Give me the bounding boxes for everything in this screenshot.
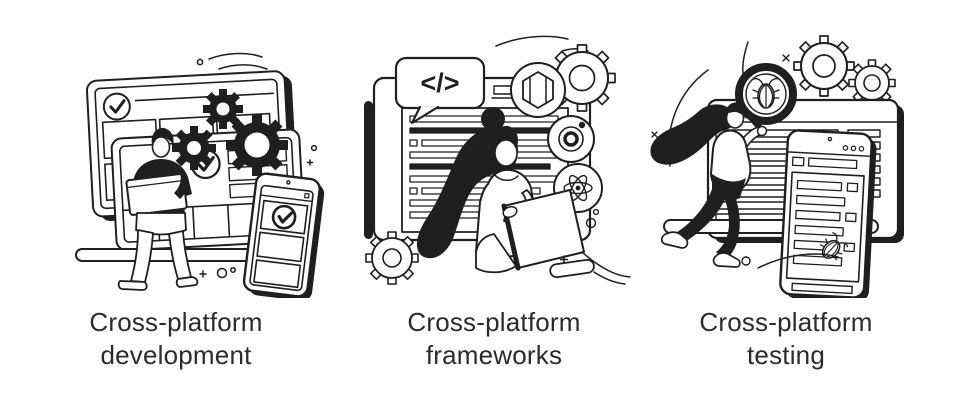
sparkle-icon bbox=[199, 159, 314, 278]
head bbox=[151, 136, 171, 158]
magnifier-with-bug-icon bbox=[735, 63, 797, 131]
shoe bbox=[117, 280, 148, 291]
hair bbox=[416, 126, 518, 259]
sparkle-icon bbox=[559, 255, 569, 264]
decor-swoosh bbox=[757, 253, 839, 269]
checkmark-badge bbox=[271, 204, 297, 230]
woman-tester bbox=[650, 102, 768, 268]
code-speech-bubble-icon: </> bbox=[394, 56, 486, 125]
title-line: Cross-platform bbox=[89, 307, 263, 337]
orbit-target-icon bbox=[547, 115, 595, 163]
decor-dots bbox=[216, 144, 318, 279]
camera-dot-icon bbox=[286, 180, 291, 185]
panel-title: Cross-platform testing bbox=[699, 306, 872, 372]
title-line: testing bbox=[746, 340, 825, 370]
panel-title: Cross-platform frameworks bbox=[407, 306, 580, 372]
smartphone bbox=[242, 172, 325, 298]
list-rows bbox=[792, 179, 859, 267]
decor-swoosh bbox=[196, 52, 268, 70]
foot bbox=[549, 258, 595, 279]
hand bbox=[756, 125, 768, 137]
gear-icon bbox=[203, 89, 243, 129]
sneaker bbox=[660, 231, 689, 249]
leg bbox=[475, 233, 517, 274]
code-symbol: </> bbox=[420, 68, 459, 98]
title-line: development bbox=[100, 340, 252, 370]
testing-illustration bbox=[650, 35, 904, 298]
title-line: Cross-platform bbox=[699, 307, 873, 337]
hair bbox=[650, 104, 735, 165]
decor-dots bbox=[585, 208, 600, 229]
sparkle-icon bbox=[651, 54, 790, 138]
panel-development: Cross-platform development bbox=[16, 0, 336, 411]
hexagon-package-icon bbox=[510, 62, 566, 118]
checkmark-badge bbox=[102, 92, 131, 121]
shoe bbox=[175, 276, 199, 288]
development-illustration bbox=[75, 52, 325, 298]
shadow-bar bbox=[364, 101, 373, 239]
face bbox=[494, 139, 518, 167]
hair-front bbox=[495, 125, 518, 147]
hips bbox=[135, 212, 187, 236]
title-line: frameworks bbox=[425, 340, 563, 370]
smartphone bbox=[779, 129, 877, 298]
decor-dots bbox=[741, 256, 751, 266]
hair bbox=[151, 127, 174, 145]
camera-dot-icon bbox=[827, 136, 833, 142]
gear-icon bbox=[848, 59, 896, 107]
gear-icon bbox=[226, 114, 288, 176]
gear-icon bbox=[365, 231, 419, 285]
sleeve bbox=[174, 174, 188, 199]
bug-icon bbox=[751, 77, 781, 109]
hair-front bbox=[726, 102, 747, 119]
decor-swoosh bbox=[495, 35, 589, 52]
woman-with-laptop bbox=[416, 107, 595, 279]
panel-testing: Cross-platform testing bbox=[626, 0, 946, 411]
panel-frameworks: </> bbox=[334, 0, 654, 411]
developer-with-laptop bbox=[117, 127, 199, 291]
sneaker bbox=[712, 252, 741, 268]
back-leg bbox=[716, 190, 740, 260]
front-leg bbox=[672, 178, 731, 246]
panel-title: Cross-platform development bbox=[89, 306, 262, 372]
neckline bbox=[493, 173, 519, 181]
gear-icon bbox=[793, 35, 855, 97]
gear-icon bbox=[172, 126, 216, 170]
hair-bun bbox=[481, 107, 505, 131]
hand bbox=[502, 205, 518, 219]
title-line: Cross-platform bbox=[407, 307, 581, 337]
frameworks-illustration: </> bbox=[364, 35, 631, 285]
decor-swoosh bbox=[581, 251, 631, 285]
window-dots-icon bbox=[842, 145, 865, 152]
